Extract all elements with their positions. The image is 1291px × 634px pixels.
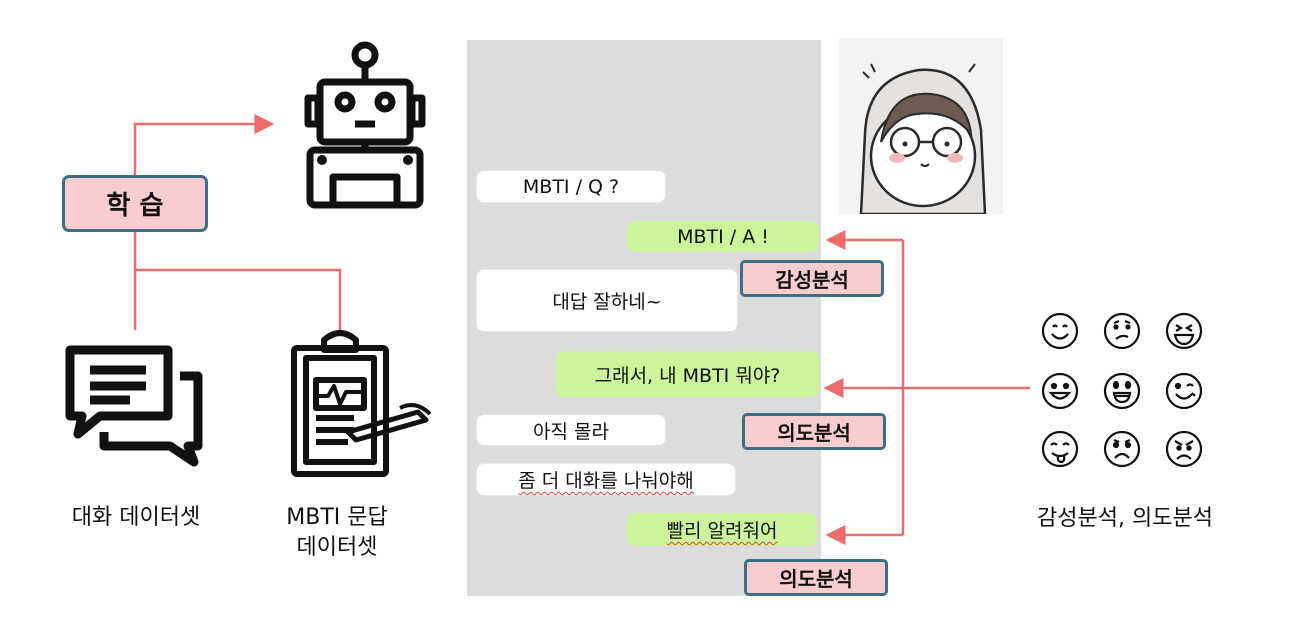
chat-bubble-bot: 좀 더 대화를 나눠야해 (476, 463, 736, 496)
chat-bubble-bot: MBTI / Q ? (476, 170, 666, 203)
chat-bubble-user: 그래서, 내 MBTI 뭐야? (556, 351, 819, 397)
winking-face-icon (1165, 372, 1203, 410)
happy-face-icon (1041, 372, 1079, 410)
right-caption: 감성분석, 의도분석 (1037, 506, 1213, 531)
mbti-qa-caption-line1: MBTI 문답 (286, 505, 388, 530)
robot-icon (300, 40, 430, 210)
dataset-link-line (135, 268, 342, 332)
mbti-qa-dataset-caption: MBTI 문답 데이터셋 (262, 503, 412, 563)
intent-analysis-tag: 의도분석 (742, 413, 886, 450)
smiling-face-icon (1041, 312, 1079, 350)
chat-bubble-text: 좀 더 대화를 나눠야해 (518, 470, 694, 492)
user-avatar (839, 38, 1003, 216)
mbti-qa-caption-line2: 데이터셋 (296, 535, 378, 560)
chat-bubble-user: 빨리 알려줘어 (627, 513, 817, 546)
sad-face-icon (1103, 430, 1141, 468)
laughing-face-icon (1165, 312, 1203, 350)
learning-label: 학 습 (62, 175, 208, 232)
angry-face-icon (1165, 430, 1203, 468)
learning-arrow (133, 114, 275, 330)
chat-bubble-text: 그래서, 내 MBTI 뭐야? (594, 364, 781, 387)
dialogue-dataset-caption: 대화 데이터셋 (71, 505, 201, 530)
grinning-face-icon (1103, 372, 1141, 410)
chat-bubble-user: MBTI / A ! (627, 221, 819, 252)
chat-bubble-text: 빨리 알려줘어 (666, 520, 778, 542)
chat-bubble-bot: 대답 잘하네~ (476, 269, 738, 332)
sentiment-analysis-tag: 감성분석 (740, 260, 884, 297)
clipboard-icon (288, 328, 438, 478)
emotion-faces-grid (1036, 305, 1216, 475)
chat-icon (60, 338, 210, 468)
intent-analysis-tag: 의도분석 (744, 559, 888, 596)
confused-face-icon (1103, 312, 1141, 350)
chat-bubble-bot: 아직 몰라 (476, 414, 666, 446)
tongue-out-face-icon (1041, 430, 1079, 468)
